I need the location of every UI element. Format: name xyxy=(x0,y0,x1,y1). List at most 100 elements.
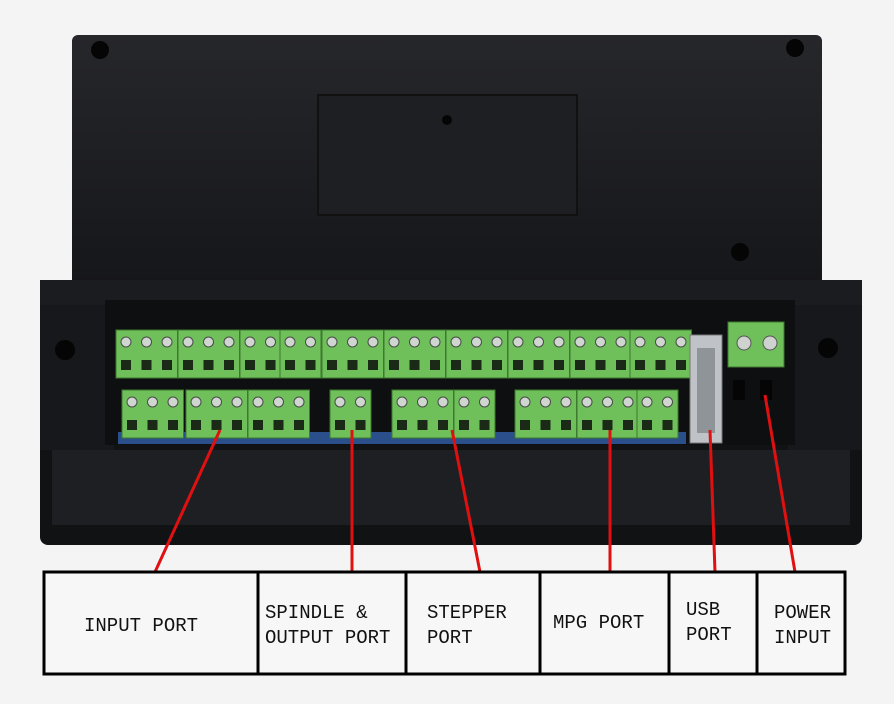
terminal-slot xyxy=(224,360,234,370)
terminal-slot xyxy=(203,360,214,370)
terminal-slot xyxy=(438,420,448,430)
terminal-slot xyxy=(513,360,523,370)
pointer-input-port xyxy=(153,429,222,573)
terminal-screw xyxy=(355,396,366,408)
terminal-screw xyxy=(437,396,449,408)
label-mpg-port: MPG PORT xyxy=(553,612,644,634)
label-stepper-line1: STEPPER xyxy=(427,602,507,624)
terminal-screw xyxy=(574,336,586,348)
terminal-slot xyxy=(471,360,482,370)
terminal-screw xyxy=(141,336,152,348)
label-spindle-output-line1: SPINDLE & xyxy=(265,602,368,624)
terminal-screw xyxy=(409,336,420,348)
terminal-slot xyxy=(602,420,613,430)
terminal-slot xyxy=(253,420,263,430)
terminal-screw xyxy=(429,336,441,348)
terminal-slot xyxy=(575,360,585,370)
terminal-slot xyxy=(121,360,131,370)
terminal-slot xyxy=(655,360,666,370)
terminal-screw xyxy=(190,396,202,408)
terminal-screw xyxy=(265,336,276,348)
label-usb-line1: USB xyxy=(686,599,720,621)
terminal-screw xyxy=(182,336,194,348)
terminal-screw xyxy=(533,336,544,348)
terminal-slot xyxy=(347,360,358,370)
terminal-slot xyxy=(141,360,152,370)
pointer-stepper xyxy=(450,429,482,573)
terminal-slot xyxy=(676,360,686,370)
usb-connector xyxy=(689,334,723,444)
terminal-blocks xyxy=(115,329,692,439)
terminal-slot xyxy=(520,420,530,430)
terminal-block-bottom xyxy=(453,389,496,439)
terminal-screw xyxy=(211,396,222,408)
terminal-slot xyxy=(232,420,242,430)
terminal-screw xyxy=(244,336,256,348)
terminal-screw xyxy=(512,336,524,348)
terminal-screw xyxy=(231,396,243,408)
terminal-slot xyxy=(389,360,399,370)
terminal-screw xyxy=(540,396,551,408)
terminal-screw xyxy=(458,396,470,408)
terminal-slot xyxy=(191,420,201,430)
terminal-screw xyxy=(334,396,346,408)
terminal-screw xyxy=(622,396,634,408)
terminal-block-bottom xyxy=(636,389,679,439)
screw-hole xyxy=(442,115,452,125)
recessed-panel xyxy=(317,94,578,216)
mount-hole xyxy=(786,39,804,57)
terminal-screw xyxy=(120,336,132,348)
terminal-screw xyxy=(284,336,296,348)
terminal-screw xyxy=(293,396,305,408)
terminal-screw xyxy=(347,336,358,348)
terminal-screw xyxy=(126,396,138,408)
terminal-screw xyxy=(147,396,158,408)
terminal-slot xyxy=(335,420,345,430)
terminal-screw xyxy=(203,336,214,348)
terminal-slot xyxy=(294,420,304,430)
label-stepper-line2: PORT xyxy=(427,627,473,649)
terminal-screw xyxy=(326,336,338,348)
terminal-slot xyxy=(430,360,440,370)
terminal-slot xyxy=(533,360,544,370)
terminal-slot xyxy=(662,420,673,430)
terminal-slot xyxy=(305,360,316,370)
terminal-screw xyxy=(560,396,572,408)
label-usb-line2: PORT xyxy=(686,624,732,646)
terminal-screw xyxy=(471,336,482,348)
mount-hole xyxy=(55,340,75,360)
terminal-slot xyxy=(409,360,420,370)
terminal-slot xyxy=(355,420,366,430)
terminal-slot xyxy=(183,360,193,370)
terminal-screw xyxy=(305,336,316,348)
terminal-slot xyxy=(635,360,645,370)
terminal-screw xyxy=(223,336,235,348)
pointer-lines xyxy=(153,394,797,573)
terminal-slot xyxy=(623,420,633,430)
terminal-screw xyxy=(396,396,408,408)
terminal-slot xyxy=(168,420,178,430)
pointer-usb xyxy=(708,429,717,573)
terminal-screw xyxy=(595,336,606,348)
terminal-slot xyxy=(451,360,461,370)
label-power-line2: INPUT xyxy=(774,627,831,649)
terminal-screw xyxy=(553,336,565,348)
terminal-slot xyxy=(479,420,490,430)
mount-hole xyxy=(818,338,838,358)
terminal-screw xyxy=(273,396,284,408)
label-table: INPUT PORT SPINDLE & OUTPUT PORT STEPPER… xyxy=(42,570,847,676)
power-connector xyxy=(727,321,785,400)
terminal-block-top xyxy=(239,329,282,379)
terminal-slot xyxy=(327,360,337,370)
terminal-slot xyxy=(459,420,469,430)
terminal-screw xyxy=(602,396,613,408)
terminal-screw xyxy=(641,396,653,408)
terminal-screw xyxy=(655,336,666,348)
terminal-screw xyxy=(615,336,627,348)
label-spindle-output-line2: OUTPUT PORT xyxy=(265,627,390,649)
terminal-slot xyxy=(285,360,295,370)
terminal-slot xyxy=(147,420,158,430)
terminal-screw xyxy=(581,396,593,408)
terminal-slot xyxy=(554,360,564,370)
